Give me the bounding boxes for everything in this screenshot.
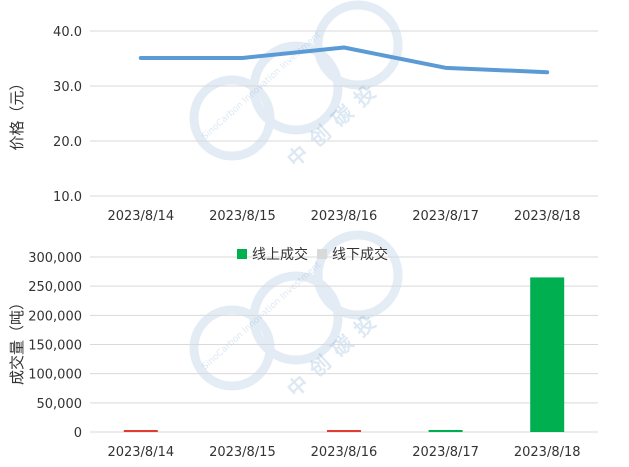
price-grid	[90, 30, 598, 197]
price-x-tick-label: 2023/8/17	[412, 209, 479, 224]
volume-y-tick-label: 150,000	[28, 339, 82, 354]
price-x-tick-label: 2023/8/14	[107, 209, 174, 224]
volume-bar-chart: 0 50,000 100,000 150,000 200,000 250,000 300,0…	[8, 246, 598, 460]
legend-label-offline: 线下成交	[332, 246, 388, 263]
volume-grid	[90, 256, 598, 433]
volume-y-axis-title: 成交量（吨）	[8, 295, 26, 385]
price-point	[343, 47, 345, 48]
volume-x-tick-label: 2023/8/16	[311, 445, 378, 460]
volume-x-tick-label: 2023/8/14	[107, 445, 174, 460]
watermark-ring-5	[249, 271, 343, 365]
price-y-axis: 10.0 20.0 30.0 40.0	[53, 25, 82, 205]
price-x-tick-label: 2023/8/16	[311, 209, 378, 224]
watermark-ring-1	[189, 75, 275, 161]
volume-x-tick-label: 2023/8/18	[514, 445, 581, 460]
price-point	[241, 57, 243, 59]
price-y-tick-label: 30.0	[53, 80, 82, 95]
price-x-tick-label: 2023/8/15	[209, 209, 276, 224]
price-point	[445, 67, 447, 69]
volume-y-tick-label: 0	[74, 426, 82, 441]
watermark	[189, 0, 403, 391]
volume-bar	[530, 277, 565, 432]
price-point	[140, 57, 142, 59]
volume-y-axis: 0 50,000 100,000 150,000 200,000 250,000 300,0…	[28, 251, 82, 441]
price-y-tick-label: 10.0	[53, 190, 82, 205]
price-x-axis: 2023/8/14 2023/8/15 2023/8/16 2023/8/17 2023…	[107, 209, 580, 224]
volume-bar	[428, 430, 463, 432]
legend-swatch-offline	[317, 249, 327, 259]
volume-y-tick-label: 200,000	[28, 309, 82, 324]
price-x-tick-label: 2023/8/18	[514, 209, 581, 224]
watermark-ring-2	[249, 41, 343, 135]
volume-legend: 线上成交 线下成交	[237, 246, 388, 263]
price-y-tick-label: 40.0	[53, 25, 82, 40]
legend-swatch-online	[237, 249, 247, 259]
volume-y-tick-label: 50,000	[37, 397, 83, 412]
volume-y-tick-label: 250,000	[28, 280, 82, 295]
price-series	[138, 45, 550, 75]
price-point	[546, 71, 548, 73]
volume-x-tick-label: 2023/8/17	[412, 445, 479, 460]
price-y-tick-label: 20.0	[53, 135, 82, 150]
price-y-axis-title: 价格（元）	[8, 75, 26, 150]
volume-bar	[123, 430, 158, 432]
volume-bar	[327, 430, 361, 432]
watermark-ring-3	[313, 0, 403, 90]
legend-label-online: 线上成交	[252, 246, 308, 263]
volume-x-axis: 2023/8/14 2023/8/15 2023/8/16 2023/8/17 2023…	[107, 445, 580, 460]
volume-y-tick-label: 100,000	[28, 368, 82, 383]
volume-bars	[123, 277, 565, 432]
price-line	[138, 45, 550, 75]
watermark-ring-4	[189, 305, 275, 391]
volume-x-tick-label: 2023/8/15	[209, 445, 276, 460]
volume-y-tick-label: 300,000	[28, 251, 82, 266]
